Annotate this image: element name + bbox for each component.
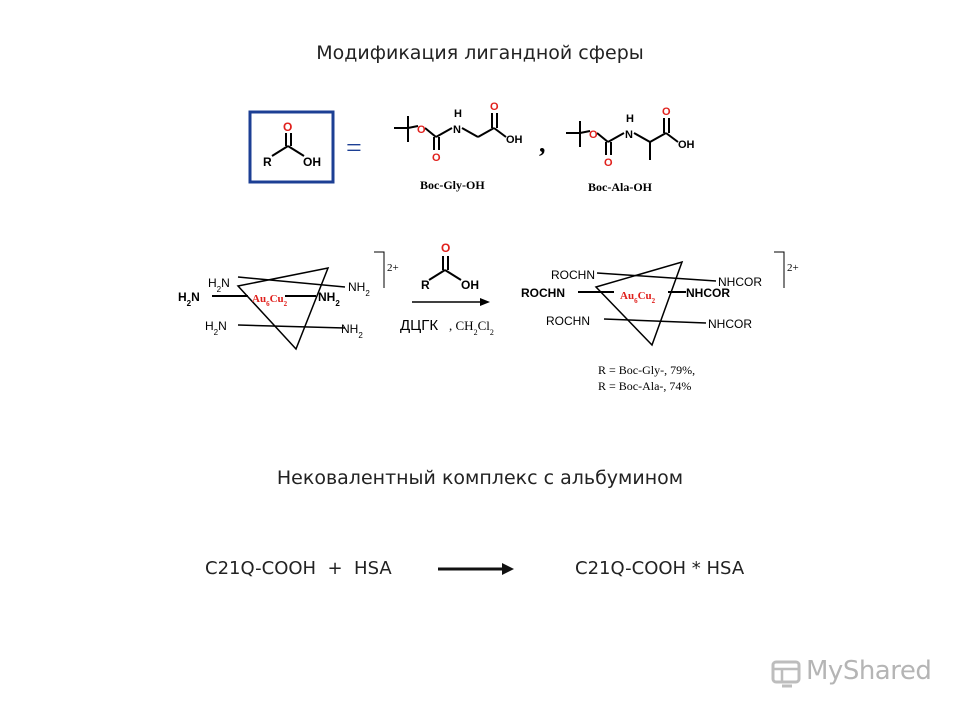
left-h2n-mid: H2N — [178, 290, 200, 308]
left-cluster-lines — [212, 266, 346, 351]
right-nhcor-mid: NHCOR — [686, 286, 730, 300]
left-core-au6cu2: Au6Cu2 — [252, 293, 288, 308]
right-nhcor-bot: NHCOR — [708, 317, 752, 331]
equals-sign: = — [346, 133, 362, 164]
equation-product: C21Q-COOH * HSA — [575, 558, 745, 579]
boc-ala-structure — [566, 118, 679, 160]
gly-oh: OH — [506, 134, 523, 146]
generic-acid-box: O R OH — [248, 110, 335, 184]
ala-o-ester: O — [589, 129, 598, 141]
left-charge: 2+ — [387, 262, 399, 274]
right-cluster-lines — [578, 260, 717, 347]
reagent-acid — [428, 256, 462, 281]
condition-dcc: ДЦГК — [400, 317, 438, 334]
label-boc-ala: Boc-Ala-OH — [588, 180, 653, 194]
gly-o-acid: O — [490, 101, 499, 113]
right-nhcor-top: NHCOR — [718, 275, 762, 289]
ala-h: H — [626, 113, 634, 125]
equation-arrowhead — [502, 563, 514, 575]
comma-separator: , — [539, 129, 546, 158]
title-ligand-modification: Модификация лигандной сферы — [316, 42, 644, 64]
left-triangle — [236, 266, 330, 351]
ala-oh: OH — [678, 139, 695, 151]
reagent-oh: OH — [461, 278, 479, 292]
right-bracket — [774, 251, 785, 288]
yield-ala: R = Boc-Ala-, 74% — [598, 379, 691, 393]
ala-o-carbonyl: O — [604, 157, 613, 169]
reaction-arrowhead — [480, 298, 490, 306]
acid-bond-oh — [287, 145, 305, 157]
myshared-watermark: MyShared — [770, 654, 932, 694]
acid-bond-r — [271, 145, 289, 157]
title-albumin-complex: Нековалентный комплекс с альбумином — [276, 467, 684, 489]
left-nh2-top: NH2 — [348, 280, 370, 298]
watermark-text: MyShared — [806, 656, 932, 686]
ala-o-acid: O — [662, 106, 671, 118]
right-charge: 2+ — [787, 262, 799, 274]
boc-gly-structure — [394, 113, 507, 150]
left-nh2-mid: NH2 — [318, 290, 340, 308]
left-nh2-bot: NH2 — [341, 322, 363, 340]
right-rochn-top: ROCHN — [551, 268, 595, 282]
gly-n: N — [453, 124, 461, 136]
reagent-o: O — [441, 241, 450, 255]
yield-gly: R = Boc-Gly-, 79%, — [598, 363, 695, 377]
right-rochn-bot: ROCHN — [546, 314, 590, 328]
acid-o-label: O — [283, 120, 292, 134]
gly-o-ester: O — [417, 124, 426, 136]
label-boc-gly: Boc-Gly-OH — [420, 178, 485, 192]
watermark-logo-icon — [771, 660, 801, 688]
reagent-r: R — [421, 278, 430, 292]
acid-box-frame — [248, 110, 335, 184]
left-h2n-top: H2N — [208, 276, 230, 294]
acid-oh-label: OH — [303, 155, 321, 169]
right-triangle — [594, 260, 684, 347]
right-rochn-mid: ROCHN — [521, 286, 565, 300]
right-core-au6cu2: Au6Cu2 — [620, 290, 656, 305]
acid-r-label: R — [263, 155, 272, 169]
left-h2n-bot: H2N — [205, 319, 227, 337]
condition-solvent: , CH2Cl2 — [449, 318, 494, 337]
ala-n: N — [625, 129, 633, 141]
gly-h: H — [454, 108, 462, 120]
left-bracket — [374, 251, 385, 288]
gly-o-carbonyl: O — [432, 152, 441, 164]
equation-reactants: C21Q-COOH + HSA — [205, 558, 392, 579]
